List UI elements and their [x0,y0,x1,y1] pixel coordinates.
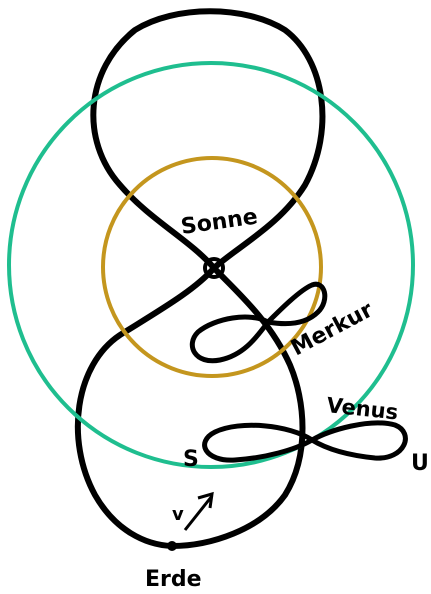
venus-label: Venus [325,393,399,424]
venus-u-label: U [411,451,429,476]
velocity-arrow-shaft [185,496,212,530]
earth-label: Erde [145,567,202,592]
earth-marker [167,541,177,551]
venus-s-label: S [183,447,199,472]
velocity-label: v [172,504,184,525]
sun-marker-center [210,264,218,272]
sun-label: Sonne [179,204,259,240]
